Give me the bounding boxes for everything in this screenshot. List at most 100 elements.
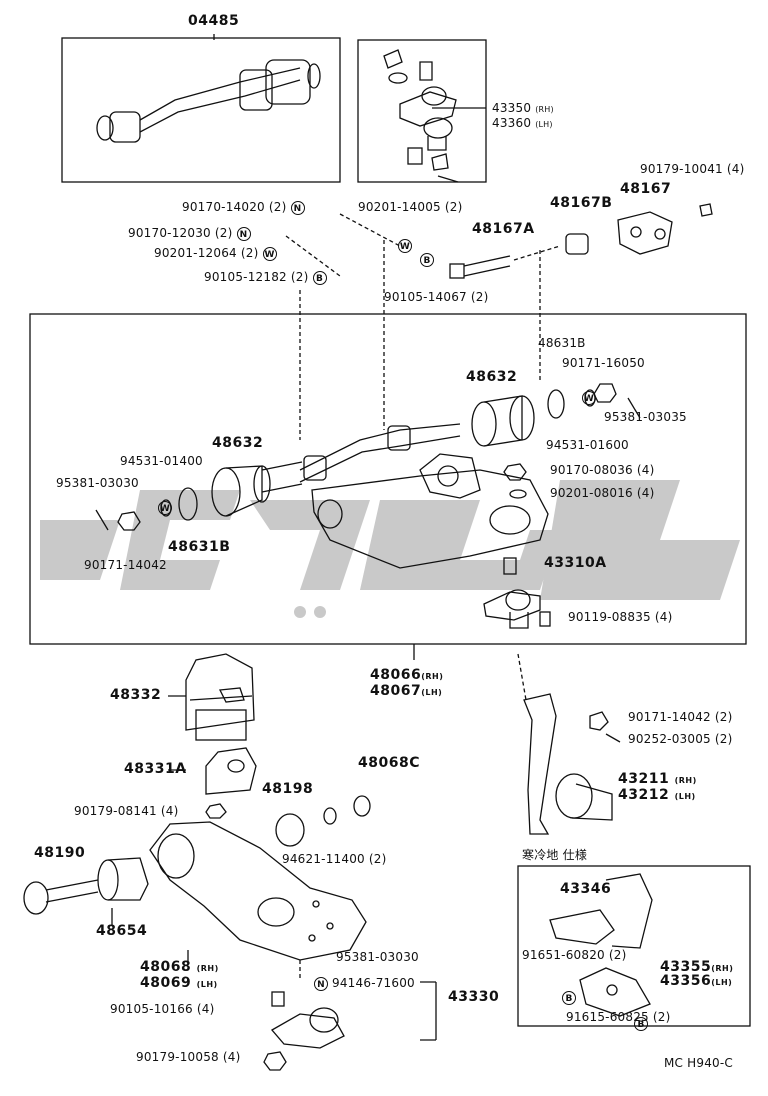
- part-90170-08036: 90170-08036 (4): [550, 463, 655, 477]
- w-symbol-icon: W: [398, 238, 412, 253]
- part-43211: 43211 (RH): [618, 772, 697, 788]
- part-94531-01400: 94531-01400: [120, 454, 203, 468]
- part-43212-number: 43212: [618, 787, 670, 803]
- part-94146-71600: N 94146-71600: [314, 976, 415, 991]
- part-04485: 04485: [188, 13, 240, 29]
- part-43212-side: (LH): [674, 792, 696, 801]
- part-43350-side: (RH): [535, 105, 554, 114]
- part-43360-number: 43360: [492, 116, 532, 130]
- part-48632-right: 48632: [466, 369, 518, 385]
- lower-control-arm-drawing: [149, 821, 367, 961]
- part-90201-14005: 90201-14005 (2): [358, 200, 463, 214]
- nut-90179-08141: [205, 803, 227, 819]
- part-43355: 43355(RH): [660, 960, 733, 976]
- bushing-48632-right: [471, 395, 535, 447]
- bushing-48654: [97, 857, 149, 901]
- part-48632-left: 48632: [212, 435, 264, 451]
- part-90170-14020-number: 90170-14020 (2): [182, 200, 287, 214]
- cold-spec-heading: 寒冷地 仕様: [522, 848, 588, 862]
- part-90171-14042-left: 90171-14042: [84, 558, 167, 572]
- part-48069-side: (LH): [196, 980, 218, 989]
- part-43211-number: 43211: [618, 771, 670, 787]
- part-48654: 48654: [96, 923, 148, 939]
- part-48068-side: (RH): [196, 964, 219, 973]
- part-43360: 43360 (LH): [492, 116, 553, 132]
- bolt-48167a: [449, 245, 561, 279]
- part-90179-10041: 90179-10041 (4): [640, 162, 745, 176]
- b-symbol-icon: B: [562, 990, 576, 1005]
- part-43356-number: 43356: [660, 973, 712, 989]
- part-43350-number: 43350: [492, 101, 532, 115]
- n-symbol-icon: N: [290, 200, 305, 215]
- nut-90171-16050: [593, 383, 617, 403]
- cold-spec-parts: [549, 873, 653, 1017]
- part-48332: 48332: [110, 687, 162, 703]
- part-48190: 48190: [34, 845, 86, 861]
- bracket-48167-drawing: [617, 203, 713, 255]
- part-43355-side: (RH): [711, 964, 734, 973]
- part-43310A: 43310A: [544, 555, 607, 571]
- w-symbol-01400: W: [158, 500, 172, 515]
- part-48198: 48198: [262, 781, 314, 797]
- part-90170-14020: 90170-14020 (2) N: [182, 200, 305, 215]
- part-90252-03005: 90252-03005 (2): [628, 732, 733, 746]
- part-94531-01600: 94531-01600: [546, 438, 629, 452]
- cold-spec-box: [517, 865, 751, 1027]
- ball-joint-43310a: [483, 557, 551, 629]
- part-90171-14042-right: 90171-14042 (2): [628, 710, 733, 724]
- part-48066-side: (RH): [421, 672, 444, 681]
- part-48067-side: (LH): [421, 688, 443, 697]
- part-48068-number: 48068: [140, 959, 192, 975]
- part-90179-10058: 90179-10058 (4): [136, 1050, 241, 1064]
- watermark-logo: [40, 480, 740, 618]
- part-48066-number: 48066: [370, 667, 422, 683]
- part-43330: 43330: [448, 989, 500, 1005]
- w-symbol-icon: W: [158, 500, 172, 515]
- part-90201-08016: 90201-08016 (4): [550, 486, 655, 500]
- stopper-48068c: [353, 795, 371, 817]
- part-48631B-top: 48631B: [538, 336, 586, 350]
- part-43211-side: (RH): [674, 776, 697, 785]
- part-43356-side: (LH): [711, 978, 733, 987]
- kit-box-04485: [61, 37, 341, 183]
- nut-90170-08036: [503, 463, 527, 481]
- washer-94621-11400: [323, 807, 337, 825]
- part-95381-03035: 95381-03035: [604, 410, 687, 424]
- washer-90201-08016: [509, 489, 527, 499]
- part-95381-03030-top: 95381-03030: [56, 476, 139, 490]
- w-symbol-01600: W: [582, 390, 596, 405]
- w-symbol-14005: W: [398, 238, 412, 253]
- part-91615-60825: 91615-60825 (2): [566, 1010, 671, 1024]
- part-90171-16050: 90171-16050: [562, 356, 645, 370]
- part-90170-12030: 90170-12030 (2) N: [128, 226, 251, 241]
- b-symbol-icon: B: [312, 270, 327, 285]
- part-90170-12030-number: 90170-12030 (2): [128, 226, 233, 240]
- part-48069: 48069 (LH): [140, 976, 218, 992]
- upper-control-arm-drawing: [299, 423, 549, 569]
- part-48167A: 48167A: [472, 221, 535, 237]
- part-43355-number: 43355: [660, 959, 712, 975]
- ball-joint-43330-drawing: [263, 960, 437, 1071]
- b-symbol-icon: B: [634, 1016, 648, 1031]
- part-48167: 48167: [620, 181, 672, 197]
- bushing-48167b: [565, 233, 589, 255]
- part-90201-12064: 90201-12064 (2) W: [154, 246, 277, 261]
- part-48631B-bottom: 48631B: [168, 539, 231, 555]
- washer-48631b-top: [547, 389, 565, 419]
- part-94146-71600-number: 94146-71600: [332, 976, 415, 990]
- diagram-reference-code: MC H940-C: [664, 1056, 733, 1070]
- w-symbol-icon: W: [582, 390, 596, 405]
- b-symbol-60820: B: [562, 990, 576, 1005]
- cotter-95381-03030: [95, 509, 109, 531]
- b-symbol-60825: B: [634, 1016, 648, 1031]
- upper-arm-frame: [29, 313, 747, 645]
- n-symbol-icon: N: [236, 226, 251, 241]
- part-43350: 43350 (RH): [492, 101, 554, 117]
- part-90105-12182-number: 90105-12182 (2): [204, 270, 309, 284]
- n-symbol-icon: N: [314, 976, 328, 991]
- steering-knuckle-drawing: [517, 653, 621, 835]
- part-43346: 43346: [560, 881, 612, 897]
- stabilizer-link-drawing: [96, 59, 321, 143]
- b-symbol-icon: B: [420, 252, 434, 267]
